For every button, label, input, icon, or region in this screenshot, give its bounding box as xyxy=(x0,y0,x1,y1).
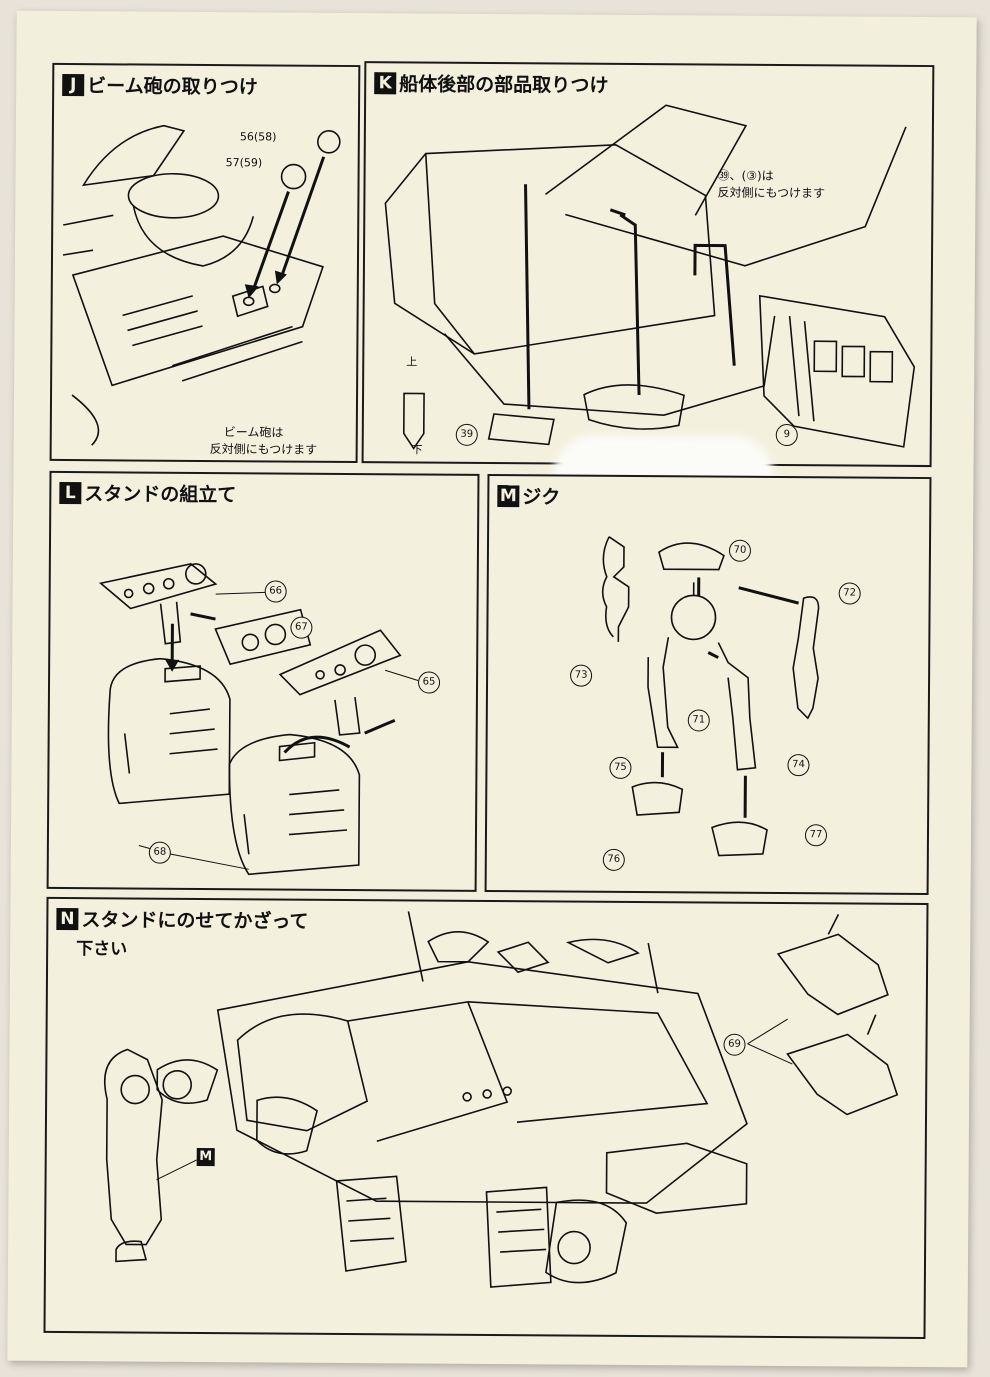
part-70-label: 70 xyxy=(728,539,752,562)
panel-l: L スタンドの組立て xyxy=(46,470,480,892)
part-9-label: 9 xyxy=(775,423,798,447)
assembly-arrows xyxy=(524,184,736,410)
panel-j-note-line-2: 反対側にもつけます xyxy=(209,442,318,457)
m-reference-label: M xyxy=(196,1147,215,1167)
panel-k-note: ㊴、(③)は 反対側にもつけます xyxy=(717,168,825,203)
assembly-arrows xyxy=(660,577,799,818)
panel-m: M ジク 70 xyxy=(484,473,932,896)
part-69-label: 69 xyxy=(723,1033,746,1056)
panel-k-note-line-1: ㊴、(③)は xyxy=(717,168,774,183)
part-71-label: 71 xyxy=(687,709,710,732)
part-39-label: 39 xyxy=(455,423,478,446)
part-65-label: 65 xyxy=(417,671,441,694)
stand-assembly-illustration xyxy=(98,563,419,876)
panel-j-note: ビーム砲は 反対側にもつけます xyxy=(210,424,318,459)
part-76-label: 76 xyxy=(602,848,625,871)
part-77-label: 77 xyxy=(804,824,828,847)
panel-k: K 船体後部の部品取りつけ xyxy=(361,61,935,468)
part-68-label: 68 xyxy=(148,841,171,864)
down-label: 下 xyxy=(411,443,423,457)
part-57-59-label: 57(59) xyxy=(225,156,263,170)
part-75-label: 75 xyxy=(609,756,632,779)
panel-k-note-line-2: 反対側にもつけます xyxy=(717,185,826,201)
part-73-label: 73 xyxy=(570,664,593,687)
zaku-figure-illustration xyxy=(601,536,820,857)
assembly-arrows xyxy=(170,612,396,754)
panel-j: J ビーム砲の取りつけ xyxy=(49,62,361,464)
part-74-label: 74 xyxy=(787,754,810,777)
panel-n: N スタンドにのせてかざって 下さい xyxy=(43,896,929,1340)
beam-cannon-illustration xyxy=(62,124,341,446)
assembly-arrows xyxy=(251,156,326,292)
rear-hull-illustration xyxy=(384,104,916,450)
display-illustration xyxy=(103,911,899,1288)
panel-j-note-line-1: ビーム砲は xyxy=(223,425,284,440)
up-label: 上 xyxy=(406,355,418,369)
part-72-label: 72 xyxy=(838,582,861,605)
part-56-58-label: 56(58) xyxy=(239,130,277,144)
part-66-label: 66 xyxy=(264,580,287,603)
part-67-label: 67 xyxy=(290,616,313,639)
instruction-sheet: J ビーム砲の取りつけ xyxy=(7,10,977,1368)
